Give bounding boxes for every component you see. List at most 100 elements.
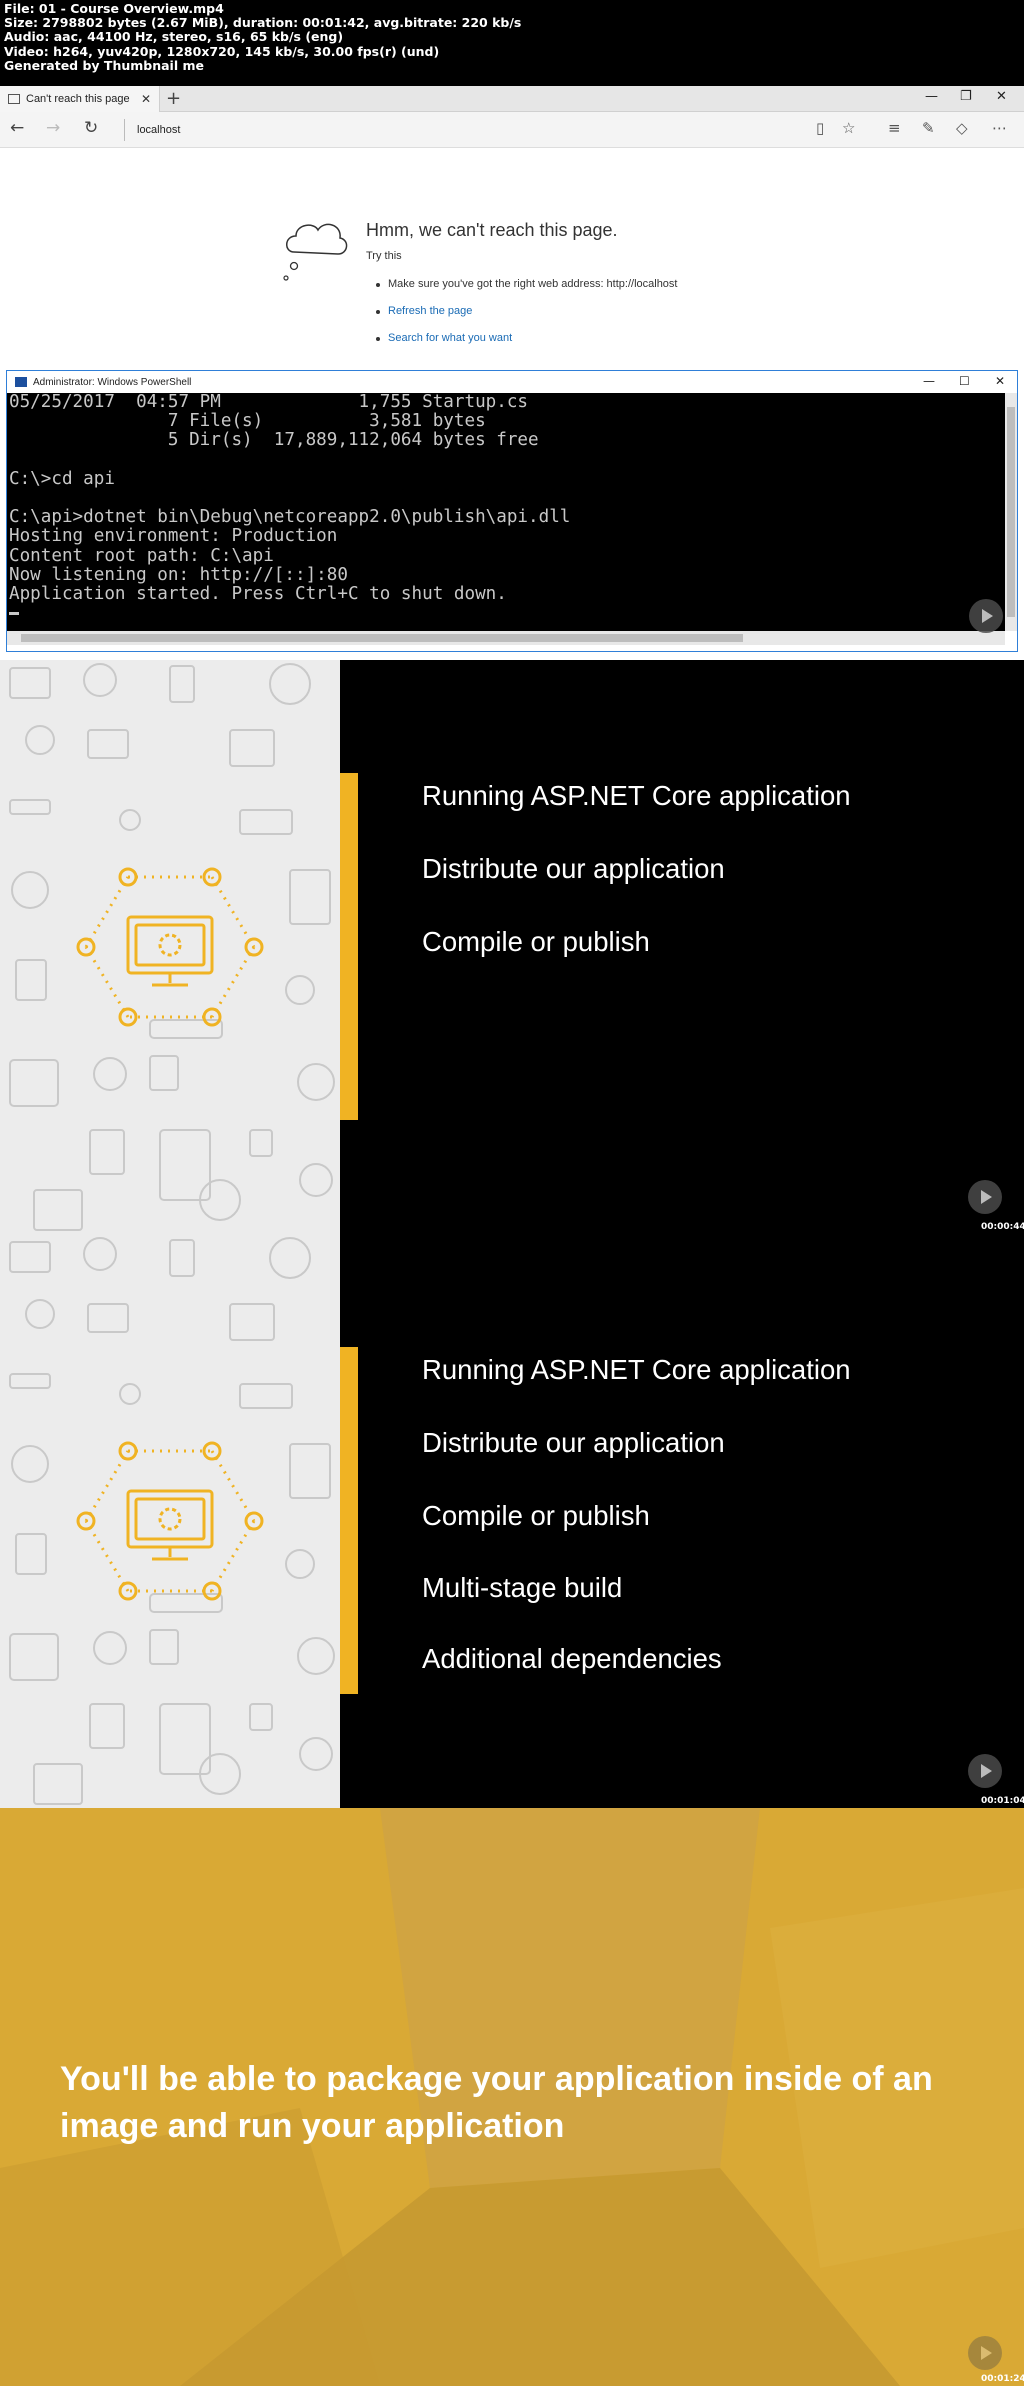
pattern-shape [11, 1445, 49, 1483]
pattern-shape [9, 1633, 59, 1681]
pattern-shape [249, 1129, 273, 1157]
network-node [202, 1441, 222, 1461]
ps-close-button[interactable]: ✕ [995, 374, 1006, 388]
frame-slide-2: Running ASP.NET Core application Distrib… [0, 1234, 1024, 1808]
connector-line [210, 1520, 256, 1592]
page-icon [8, 94, 20, 104]
pattern-shape [33, 1763, 83, 1805]
pattern-shape [169, 665, 195, 703]
pattern-shape [15, 1533, 47, 1575]
hub-icon[interactable]: ≡ [888, 119, 901, 137]
search-link[interactable]: Search for what you want [376, 332, 677, 359]
refresh-page-link[interactable]: Refresh the page [376, 305, 677, 332]
refresh-icon[interactable]: ↻ [84, 118, 99, 138]
pattern-shape [269, 663, 311, 705]
accent-bar [340, 773, 358, 1120]
powershell-console[interactable]: 05/25/2017 04:57 PM 1,755 Startup.cs 7 F… [7, 393, 1005, 631]
forward-arrow-icon[interactable]: → [46, 118, 61, 138]
slide2-bullet-4: Multi-stage build [422, 1572, 623, 1603]
share-icon[interactable]: ◇ [956, 119, 968, 137]
slide1-bullet-3: Compile or publish [422, 926, 650, 957]
closing-statement: You'll be able to package your applicati… [60, 2060, 933, 2145]
meta-size: Size: 2798802 bytes (2.67 MiB), duration… [4, 15, 522, 31]
reading-view-icon[interactable]: ▯ [816, 119, 825, 137]
new-tab-button[interactable]: + [166, 88, 182, 109]
play-icon [969, 599, 1003, 633]
pattern-shape [239, 809, 293, 835]
pattern-shape [199, 1179, 241, 1221]
meta-file: File: 01 - Course Overview.mp4 [4, 1, 224, 16]
slide1-bullet-1: Running ASP.NET Core application [422, 780, 851, 811]
console-line: Content root path: C:\api [9, 545, 274, 566]
pattern-shape [149, 1055, 179, 1091]
pattern-shape [9, 667, 51, 699]
console-line: Application started. Press Ctrl+C to shu… [9, 584, 507, 605]
pattern-shape [11, 871, 49, 909]
pattern-shape [299, 1163, 333, 1197]
powershell-window: Administrator: Windows PowerShell — ☐ ✕ … [6, 370, 1018, 652]
tab-close-icon[interactable]: ✕ [140, 92, 151, 106]
vertical-scrollbar[interactable] [1005, 393, 1017, 631]
slide1-bullet-2: Distribute our application [422, 853, 725, 884]
console-line [9, 489, 1003, 508]
pattern-shape [269, 1237, 311, 1279]
console-line: 05/25/2017 04:57 PM 1,755 Startup.cs [9, 393, 529, 412]
web-note-icon[interactable]: ✎ [922, 119, 935, 137]
pattern-shape [289, 869, 331, 925]
timestamp: 00:01:04 [981, 1796, 1024, 1806]
more-options-icon[interactable]: ⋯ [992, 119, 1007, 137]
pattern-shape [159, 1129, 211, 1201]
network-node [244, 937, 264, 957]
close-window-button[interactable]: ✕ [996, 89, 1007, 104]
connector-line [210, 946, 256, 1018]
pattern-shape [15, 959, 47, 1001]
favorite-star-icon[interactable]: ☆ [842, 119, 856, 137]
pattern-shape [119, 1383, 141, 1405]
ps-maximize-button[interactable]: ☐ [959, 374, 970, 388]
pattern-shape [149, 1629, 179, 1665]
connector-line [84, 1520, 130, 1592]
vscroll-thumb[interactable] [1007, 407, 1015, 617]
console-cursor [9, 604, 1003, 623]
network-node [118, 1441, 138, 1461]
console-line: C:\api>dotnet bin\Debug\netcoreapp2.0\pu… [9, 507, 571, 528]
pattern-shape [297, 1637, 335, 1675]
icon-pattern-panel [0, 660, 340, 1234]
pattern-shape [25, 1299, 55, 1329]
powershell-icon [15, 377, 27, 387]
ps-minimize-button[interactable]: — [923, 374, 935, 388]
laptop-background-icon [0, 1808, 1024, 2386]
pattern-shape [83, 1237, 117, 1271]
meta-video: Video: h264, yuv420p, 1280x720, 145 kb/s… [4, 43, 440, 59]
pattern-shape [119, 809, 141, 831]
monitor-stand [152, 973, 188, 987]
back-arrow-icon[interactable]: ← [10, 118, 25, 138]
connector-line [84, 876, 130, 948]
pattern-shape [33, 1189, 83, 1231]
pattern-shape [229, 1303, 275, 1341]
browser-tab[interactable]: Can't reach this page ✕ [0, 86, 160, 112]
pattern-shape [229, 729, 275, 767]
pattern-shape [239, 1383, 293, 1409]
monitor-inner [134, 923, 206, 967]
maximize-button[interactable]: ❐ [960, 89, 972, 104]
pattern-shape [9, 1059, 59, 1107]
pattern-shape [297, 1063, 335, 1101]
frame-slide-1: Running ASP.NET Core application Distrib… [0, 660, 1024, 1234]
timestamp: 00:01:24 [981, 2374, 1024, 2384]
pattern-shape [9, 1241, 51, 1273]
horizontal-scrollbar[interactable] [7, 631, 1005, 645]
hscroll-thumb[interactable] [21, 634, 743, 642]
monitor-network-icon [76, 1441, 264, 1601]
address-bar[interactable]: localhost [124, 119, 180, 141]
minimize-button[interactable]: — [925, 89, 938, 104]
network-node [118, 867, 138, 887]
slide2-bullet-2: Distribute our application [422, 1427, 725, 1458]
console-line: 5 Dir(s) 17,889,112,064 bytes free [9, 430, 539, 451]
console-line [9, 451, 1003, 470]
connector-line [210, 876, 256, 948]
pattern-shape [149, 1019, 223, 1039]
pattern-shape [289, 1443, 331, 1499]
pattern-shape [83, 663, 117, 697]
pattern-shape [285, 1549, 315, 1579]
